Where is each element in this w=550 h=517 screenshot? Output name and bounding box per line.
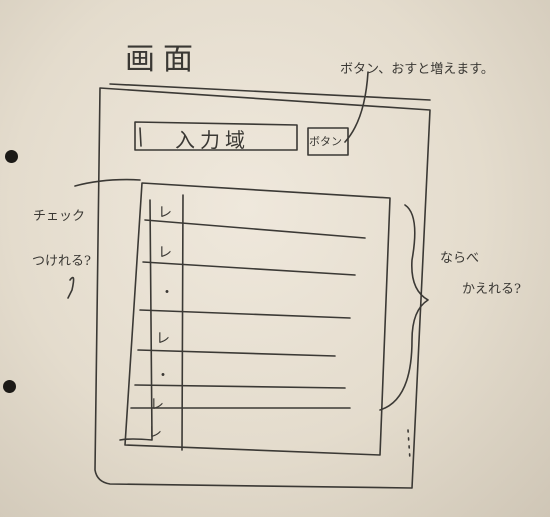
screen-frame	[94, 87, 431, 489]
input-box	[134, 121, 298, 151]
row-mark: レ	[158, 205, 172, 221]
button-box	[307, 127, 349, 156]
list-box	[124, 182, 391, 456]
list-row-lines	[130, 219, 366, 409]
note-sort: ならべ	[440, 251, 480, 266]
note-button: ボタン、おすと増えます。	[340, 62, 494, 77]
row-mark: ・	[156, 368, 170, 384]
page-title: 画面	[125, 42, 201, 77]
binder-hole-bottom	[3, 380, 16, 393]
row-mark: レ	[150, 397, 164, 413]
row-mark: ・	[160, 285, 174, 301]
binder-hole-top	[5, 150, 18, 163]
row-mark: レ	[148, 425, 162, 441]
note-sort-2: かえれる?	[462, 282, 521, 297]
note-check-2: つけれる?	[32, 254, 91, 269]
note-check: チェック	[33, 209, 86, 224]
input-label: 入力域	[175, 128, 250, 152]
button-label: ボタン	[309, 135, 342, 148]
row-mark: レ	[156, 331, 170, 347]
row-mark: レ	[158, 245, 172, 261]
